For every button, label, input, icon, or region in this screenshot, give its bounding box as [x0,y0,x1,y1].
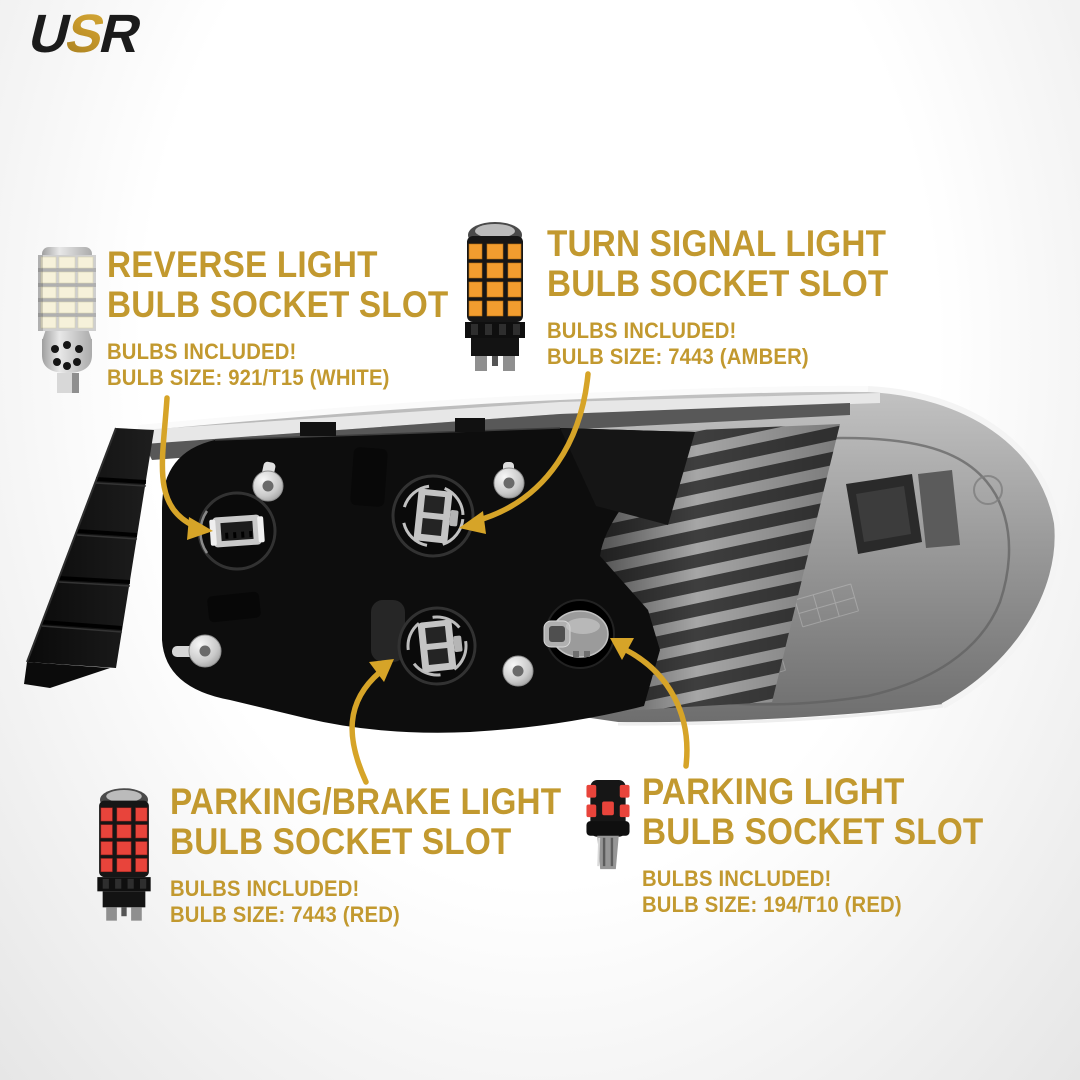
panel-bracket [207,591,261,623]
parking-light-socket [543,599,615,669]
reverse-light-socket [197,491,277,571]
bulbs-included-note: BULBS INCLUDED! [170,876,360,902]
callout-arrow-reverse [159,395,197,529]
housing-groove [689,436,1011,706]
arrowhead [459,511,486,534]
bulbs-included-note: BULBS INCLUDED! [642,866,832,892]
screw-post [172,634,222,668]
bulb-size-note: BULB SIZE: 7443 (RED) [170,902,400,928]
screw-post [502,655,534,687]
panel-bracket [350,447,388,507]
callout-title-line2: BULB SOCKET SLOT [170,820,512,862]
callout-title-line1: TURN SIGNAL LIGHT [547,223,887,264]
callout-arrow-parking-brake [349,669,383,785]
bulb-size-note: BULB SIZE: 7443 (AMBER) [547,344,809,370]
bulbs-included-note: BULBS INCLUDED! [107,339,297,365]
lens-edge-top [137,385,869,431]
lens-edge-right [867,386,1061,709]
mounting-hole [846,470,960,554]
callout-arrows [159,371,690,785]
red-7443-led-bulb-icon [97,788,151,921]
callout-title-line1: PARKING/BRAKE LIGHT [170,781,562,822]
callout-arrow-turn-signal [473,371,591,524]
screw-post [252,461,284,502]
arrowhead [610,638,634,660]
panel-tab [455,418,485,432]
callout-title-line1: PARKING LIGHT [642,771,905,812]
callout-title-line1: REVERSE LIGHT [107,244,378,285]
callout-title-line2: BULB SOCKET SLOT [642,810,984,852]
screw-post [493,462,525,499]
arrowhead [187,517,213,540]
screw-posts [172,461,534,687]
callout-title-line2: BULB SOCKET SLOT [107,283,449,325]
callout-arrow-parking [623,647,690,769]
callout-arrowheads [187,511,634,682]
bulb-size-note: BULB SIZE: 194/T10 (RED) [642,892,902,918]
amber-7443-led-bulb-icon [465,222,525,371]
bulbs-included-note: BULBS INCLUDED! [547,318,737,344]
callout-title-line2: BULB SOCKET SLOT [547,262,889,304]
socket-clip-lever [371,600,405,662]
arrowhead [369,659,394,682]
housing-boss-circle [973,475,1003,505]
panel-tab [300,422,336,436]
bulb-panel [162,418,695,733]
usr-logo: USR [23,4,148,64]
white-921-t15-led-bulb-icon [38,247,96,393]
bulb-size-note: BULB SIZE: 921/T15 (WHITE) [107,365,390,391]
fin-bracket [24,427,154,688]
red-194-t10-led-bulb-icon [586,779,630,870]
parking-brake-socket [397,606,477,686]
lens-edge-bottom [617,704,944,726]
